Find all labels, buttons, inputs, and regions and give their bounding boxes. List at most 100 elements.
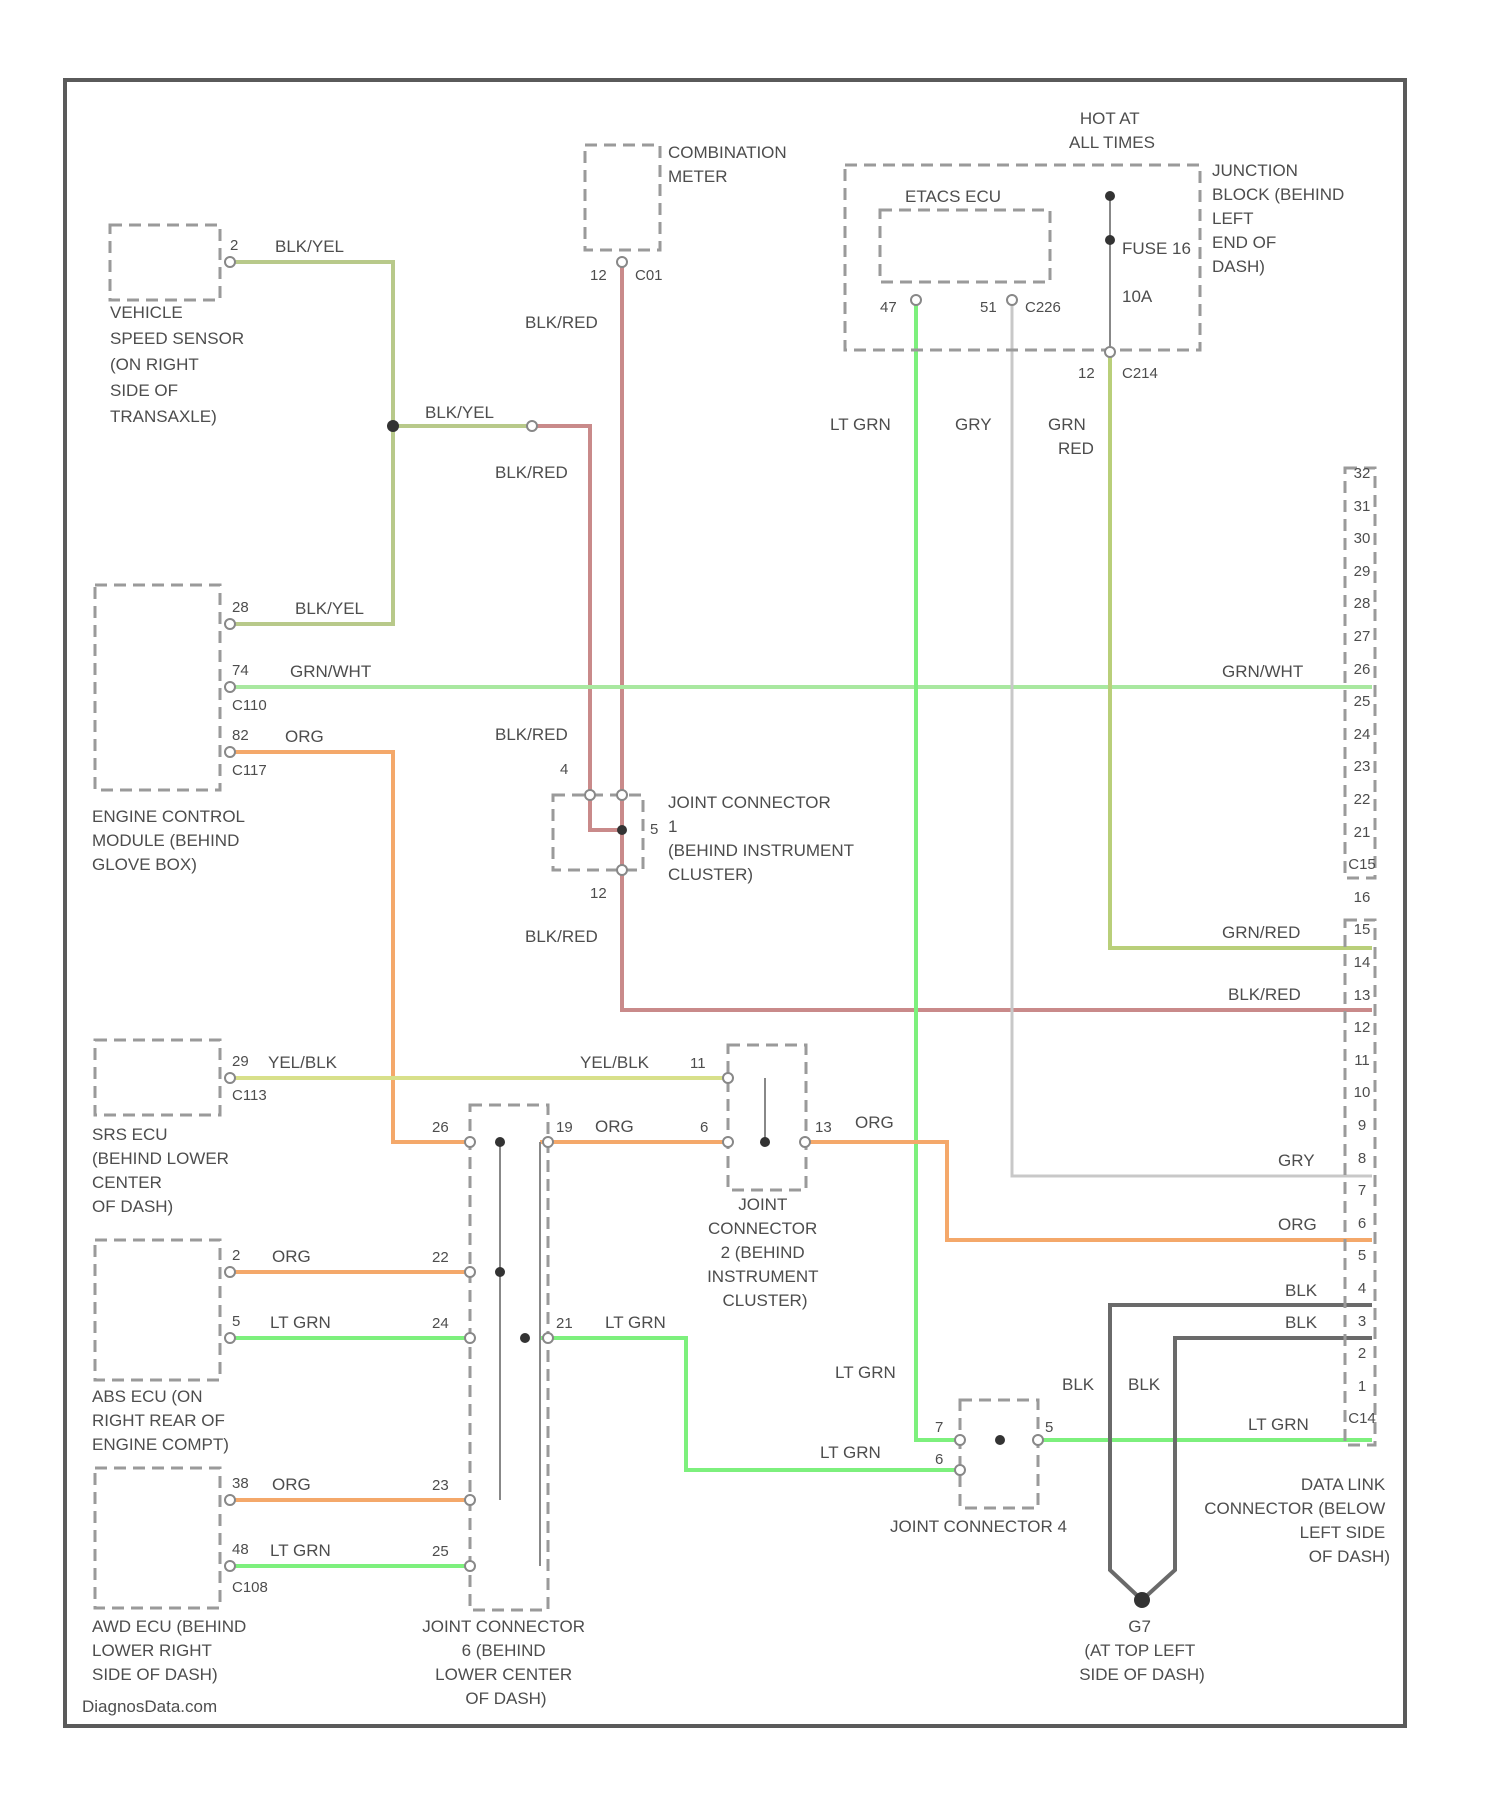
wire-label: LT GRN	[270, 1313, 331, 1332]
pin-label: 5	[1045, 1419, 1053, 1436]
pin-label: 48	[232, 1541, 249, 1558]
wire-label: GRN/WHT	[290, 662, 371, 681]
wire-label: BLK	[1062, 1375, 1095, 1394]
ecm-label: ENGINE CONTROL MODULE (BEHIND GLOVE BOX)	[92, 807, 249, 874]
terminal	[465, 1267, 475, 1277]
jc4-label: JOINT CONNECTOR 4	[890, 1517, 1067, 1536]
wire-label: GRN/WHT	[1222, 662, 1303, 681]
dlc-label: DATA LINK CONNECTOR (BELOW LEFT SIDE OF …	[1204, 1475, 1390, 1566]
ecm-box	[95, 585, 220, 790]
pin-label: 12	[590, 267, 607, 284]
wire-blk-red-meter	[622, 262, 1372, 1010]
pin-label: 47	[880, 299, 897, 316]
pin-label: 26	[432, 1119, 449, 1136]
wire-lt-grn-etacs	[916, 300, 960, 1440]
splice-dot	[495, 1267, 505, 1277]
dlc-pin-label: 8	[1358, 1150, 1366, 1167]
wire-label: BLK/RED	[525, 927, 598, 946]
dlc-pin-label: 12	[1354, 1019, 1371, 1036]
terminal	[585, 790, 595, 800]
jc2-label: JOINT CONNECTOR 2 (BEHIND INSTRUMENT CLU…	[707, 1195, 823, 1310]
terminal	[617, 790, 627, 800]
dlc-pin-label: 26	[1354, 661, 1371, 678]
pin-label: 13	[815, 1119, 832, 1136]
pin-labels: 2 12 C01 47 51 C226 12 C214 28 74 C110 8…	[230, 237, 1158, 1596]
wire-label: BLK/YEL	[275, 237, 344, 256]
dlc-pin-label: 15	[1354, 921, 1371, 938]
pin-label: 4	[560, 761, 568, 778]
wire-label: BLK/RED	[1228, 985, 1301, 1004]
dlc-pin-label: 21	[1354, 824, 1371, 841]
pin-label: C226	[1025, 299, 1061, 316]
dlc-pin-label: 2	[1358, 1345, 1366, 1362]
pin-label: C108	[232, 1579, 268, 1596]
pin-label: C117	[232, 762, 267, 779]
wire-blk-red-jc1	[590, 795, 622, 830]
dlc-pin-label: 25	[1354, 693, 1371, 710]
splice-dot	[387, 420, 399, 432]
dlc-pin-label: 16	[1354, 889, 1371, 906]
etacs-box	[880, 210, 1050, 282]
wire-label: GRN/RED	[1222, 923, 1300, 942]
ground-dot	[1134, 1592, 1150, 1608]
pin-label: C113	[232, 1087, 267, 1104]
jc6-label: JOINT CONNECTOR 6 (BEHIND LOWER CENTER O…	[422, 1617, 590, 1708]
pin-label: 5	[232, 1313, 240, 1330]
terminal	[465, 1137, 475, 1147]
wire-label: BLK/YEL	[425, 403, 494, 422]
hot-at-all-times-label: HOT AT ALL TIMES	[1069, 109, 1155, 152]
pin-label: 51	[980, 299, 997, 316]
splice-dot	[760, 1137, 770, 1147]
terminal	[1033, 1435, 1043, 1445]
wire-label: GRN	[1048, 415, 1086, 434]
pin-label: 12	[1078, 365, 1095, 382]
pin-label: 2	[230, 237, 238, 254]
pin-label: 6	[935, 1451, 943, 1468]
pin-label: 82	[232, 727, 249, 744]
diagram-frame	[65, 80, 1405, 1726]
splice-dot	[617, 825, 627, 835]
wire-color-labels: BLK/YEL BLK/YEL BLK/YEL BLK/RED BLK/RED …	[268, 237, 1318, 1560]
dlc-pin-label: 13	[1354, 987, 1371, 1004]
terminal	[1007, 295, 1017, 305]
dlc-pin-label: 24	[1354, 726, 1371, 743]
terminal	[800, 1137, 810, 1147]
wire-label: LT GRN	[605, 1313, 666, 1332]
wire-label: BLK/RED	[525, 313, 598, 332]
dlc-pin-label: 32	[1354, 465, 1371, 482]
dlc-pin-label: 28	[1354, 595, 1371, 612]
wire-label: ORG	[285, 727, 324, 746]
wire-grn-red	[1110, 352, 1372, 948]
awd-ecu-box	[95, 1468, 220, 1608]
jc1-label: JOINT CONNECTOR 1 (BEHIND INSTRUMENT CLU…	[668, 793, 858, 884]
wire-label: ORG	[595, 1117, 634, 1136]
wire-label: LT GRN	[835, 1363, 896, 1382]
dlc-pin-label: 4	[1358, 1280, 1366, 1297]
dlc-pin-label: 7	[1358, 1182, 1366, 1199]
pin-label: 28	[232, 599, 249, 616]
wire-label: YEL/BLK	[268, 1053, 338, 1072]
pin-label: 7	[935, 1419, 943, 1436]
terminal	[723, 1073, 733, 1083]
wire-label: BLK/RED	[495, 725, 568, 744]
pin-label: 74	[232, 662, 249, 679]
splice-dot	[495, 1137, 505, 1147]
dlc-pin-label: 22	[1354, 791, 1371, 808]
dlc-pin-label: 30	[1354, 530, 1371, 547]
jc6-bus	[500, 1142, 540, 1566]
terminal	[225, 1495, 235, 1505]
dlc-pin-label: 14	[1354, 954, 1371, 971]
wire-label: LT GRN	[1248, 1415, 1309, 1434]
wire-label: YEL/BLK	[580, 1053, 650, 1072]
abs-ecu-box	[95, 1240, 220, 1380]
fuse-label: FUSE 16	[1122, 239, 1191, 258]
pin-label: 29	[232, 1053, 249, 1070]
wire-label: GRY	[955, 415, 992, 434]
wire-label: BLK	[1128, 1375, 1161, 1394]
pin-label: 11	[690, 1055, 706, 1072]
dlc-pin-label: 27	[1354, 628, 1371, 645]
wire-label: LT GRN	[820, 1443, 881, 1462]
junction-block-label: JUNCTION BLOCK (BEHIND LEFT END OF DASH)	[1212, 161, 1349, 276]
pin-label: 25	[432, 1543, 449, 1560]
